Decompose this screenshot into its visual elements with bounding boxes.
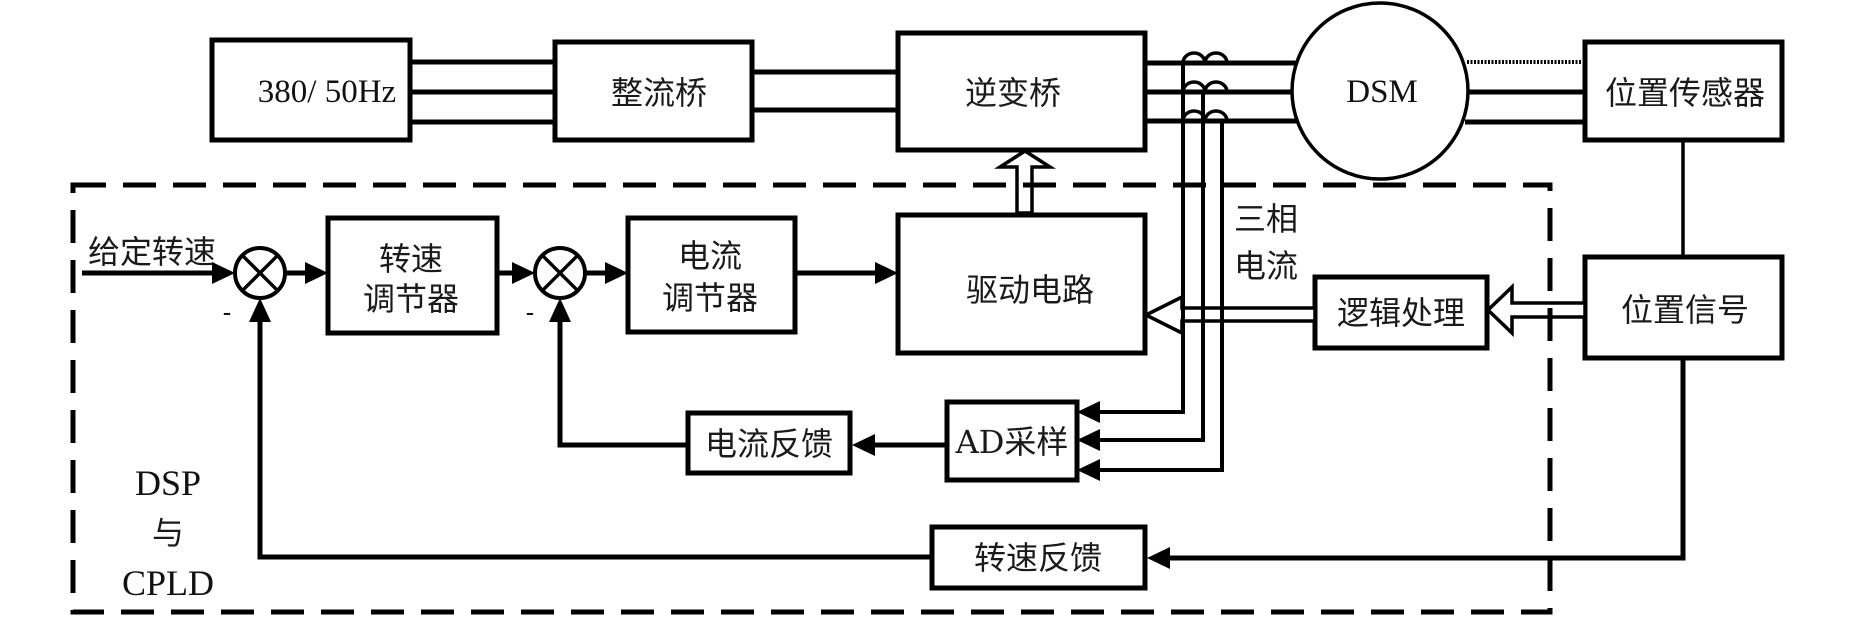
phase-current-wire-a <box>1097 63 1185 414</box>
arrow-left-icon <box>1147 547 1170 569</box>
commutation-hollow-arrow-icon <box>1142 294 1317 336</box>
rectifier-box <box>552 39 755 143</box>
arrow-up-icon <box>249 298 271 322</box>
current-feedback-label: 电流反馈 <box>705 425 833 463</box>
logic-processing-label: 逻辑处理 <box>1337 294 1465 332</box>
arrow-left-icon <box>1077 429 1100 451</box>
inverter-label: 逆变桥 <box>965 74 1061 112</box>
ad-sampling-block: AD采样 <box>944 399 1080 483</box>
three-phase-current-label-line1: 三相 <box>1234 200 1298 238</box>
dc-bus-lines <box>752 69 898 113</box>
reference-speed-label: 给定转速 <box>88 233 216 271</box>
speed-regulator-label-line1: 转速 <box>379 240 443 278</box>
summing-cross-icon <box>241 254 279 292</box>
speed-regulator-box <box>325 215 500 336</box>
position-sensor-label: 位置传感器 <box>1605 74 1765 112</box>
controller-label-and: 与 <box>152 514 184 552</box>
arrow-left-icon <box>1077 401 1100 423</box>
logic-processing-block: 逻辑处理 <box>1312 274 1490 351</box>
logic-processing-box <box>1312 274 1490 351</box>
three-phase-supply-lines <box>410 59 555 125</box>
drive-circuit-label: 驱动电路 <box>966 271 1094 309</box>
three-phase-current-label: 三相 电流 <box>1234 200 1298 285</box>
current-sensor-coil-icon <box>1181 51 1229 64</box>
controller-region-label: DSP 与 CPLD <box>122 463 214 603</box>
speed-regulator-label-line2: 调节器 <box>363 280 459 318</box>
gate-signal-hollow-arrow-icon <box>994 148 1056 215</box>
phase-current-wire-b <box>1097 92 1205 442</box>
speed-feedback-block: 转速反馈 <box>929 524 1148 591</box>
speed-feedback-line <box>257 320 932 560</box>
current-regulator-box <box>625 215 798 335</box>
speed-feedback-label: 转速反馈 <box>974 539 1102 577</box>
arrow-right-icon <box>875 262 898 284</box>
current-regulator-label-line1: 电流 <box>678 237 742 275</box>
rectifier-block: 整流桥 <box>552 39 755 143</box>
feedback-minus-sign: - <box>526 297 535 327</box>
current-regulator-label-line2: 调节器 <box>662 279 758 317</box>
position-signal-hollow-arrow-icon <box>1485 282 1587 338</box>
ad-sampling-label: AD采样 <box>955 423 1069 461</box>
speed-regulator-block: 转速 调节器 <box>325 215 500 336</box>
power-source-box <box>209 37 413 143</box>
rectifier-label: 整流桥 <box>611 74 707 112</box>
power-source-label: 380/ 50Hz <box>258 74 396 110</box>
arrow-left-icon <box>852 434 875 456</box>
motor-block: DSM <box>1290 1 1470 181</box>
current-feedback-block: 电流反馈 <box>685 410 853 476</box>
arrow-left-icon <box>1077 459 1100 481</box>
arrow-up-icon <box>549 298 571 322</box>
arrow-right-icon <box>605 262 628 284</box>
arrow-right-icon <box>305 262 328 284</box>
feedback-minus-sign: - <box>223 297 232 327</box>
ad-sampling-box <box>944 399 1080 483</box>
three-phase-current-label-line2: 电流 <box>1234 247 1298 285</box>
power-source-block: 380/ 50Hz <box>209 37 413 143</box>
dsp-cpld-boundary <box>70 182 1553 615</box>
phase-current-wire-c <box>1097 121 1224 472</box>
controller-label-cpld: CPLD <box>122 563 214 603</box>
motor-label: DSM <box>1346 74 1418 110</box>
current-feedback-box <box>685 410 853 476</box>
arrow-right-icon <box>212 262 235 284</box>
arrow-right-icon <box>512 262 535 284</box>
summing-cross-icon <box>541 254 579 292</box>
phase-current-wires <box>1077 63 1224 481</box>
reference-speed-input: 给定转速 <box>82 233 235 284</box>
position-to-speed-feedback-line <box>1167 358 1686 561</box>
motor-sensor-links <box>1465 60 1585 125</box>
current-feedback-line <box>557 320 688 448</box>
inverter-block: 逆变桥 <box>895 30 1148 153</box>
position-sensor-block: 位置传感器 <box>1582 39 1785 143</box>
position-signal-block: 位置信号 <box>1582 254 1785 361</box>
drive-circuit-block: 驱动电路 <box>895 212 1148 356</box>
controller-label-dsp: DSP <box>135 463 201 503</box>
position-signal-label: 位置信号 <box>1621 291 1749 329</box>
inverter-box <box>895 30 1148 153</box>
current-regulator-block: 电流 调节器 <box>625 215 798 335</box>
drive-circuit-box <box>895 212 1148 356</box>
